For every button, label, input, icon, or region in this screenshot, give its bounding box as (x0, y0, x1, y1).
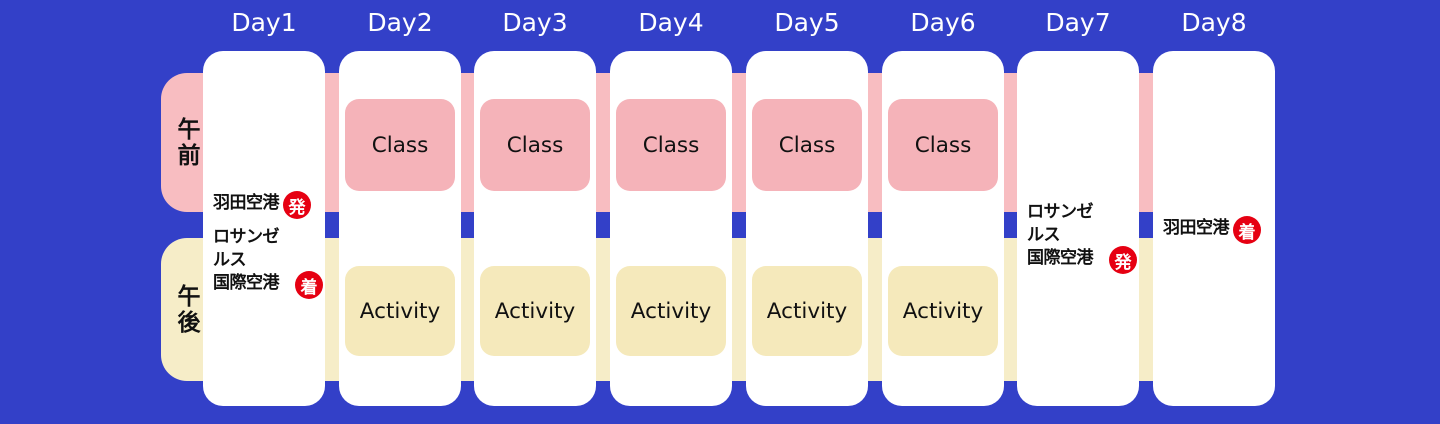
flight-info: ロサンゼルス 国際空港発 (1027, 201, 1137, 274)
day-card: 羽田空港着 (1153, 51, 1275, 406)
class-event: Class (345, 99, 455, 191)
day-header: Day7 (1045, 8, 1111, 37)
day-column-day7: Day7 ロサンゼルス 国際空港発 (1017, 0, 1139, 424)
day-card: 羽田空港発ロサンゼルス 国際空港着 (203, 51, 325, 406)
departure-arrival-badge: 発 (283, 191, 311, 219)
activity-event: Activity (888, 266, 998, 356)
departure-arrival-badge: 着 (1233, 216, 1261, 244)
flight-entry: ロサンゼルス 国際空港発 (1027, 201, 1137, 274)
class-event: Class (888, 99, 998, 191)
activity-event: Activity (752, 266, 862, 356)
class-event: Class (752, 99, 862, 191)
activity-event: Activity (345, 266, 455, 356)
airport-name: 羽田空港 (1163, 218, 1230, 238)
departure-arrival-badge: 発 (1109, 246, 1137, 274)
activity-event: Activity (480, 266, 590, 356)
flight-entry: ロサンゼルス 国際空港着 (213, 226, 323, 299)
flight-entry: 羽田空港発 (213, 187, 323, 219)
airport-name: ロサンゼルス 国際空港 (213, 227, 280, 293)
airport-name: ロサンゼルス 国際空港 (1027, 202, 1094, 268)
day-header: Day5 (774, 8, 840, 37)
day-column-day8: Day8 羽田空港着 (1153, 0, 1275, 424)
class-event: Class (616, 99, 726, 191)
day-card: ロサンゼルス 国際空港発 (1017, 51, 1139, 406)
day-header: Day8 (1181, 8, 1247, 37)
flight-info: 羽田空港発ロサンゼルス 国際空港着 (213, 187, 323, 299)
day-header: Day1 (231, 8, 297, 37)
day-header: Day4 (638, 8, 704, 37)
morning-row-label: 午前 (173, 116, 199, 169)
afternoon-row-label: 午後 (173, 283, 199, 336)
day-header: Day2 (367, 8, 433, 37)
flight-entry: 羽田空港着 (1163, 212, 1273, 244)
activity-event: Activity (616, 266, 726, 356)
class-event: Class (480, 99, 590, 191)
flight-info: 羽田空港着 (1163, 212, 1273, 244)
day-header: Day3 (502, 8, 568, 37)
airport-name: 羽田空港 (213, 193, 280, 213)
departure-arrival-badge: 着 (295, 271, 323, 299)
day-header: Day6 (910, 8, 976, 37)
